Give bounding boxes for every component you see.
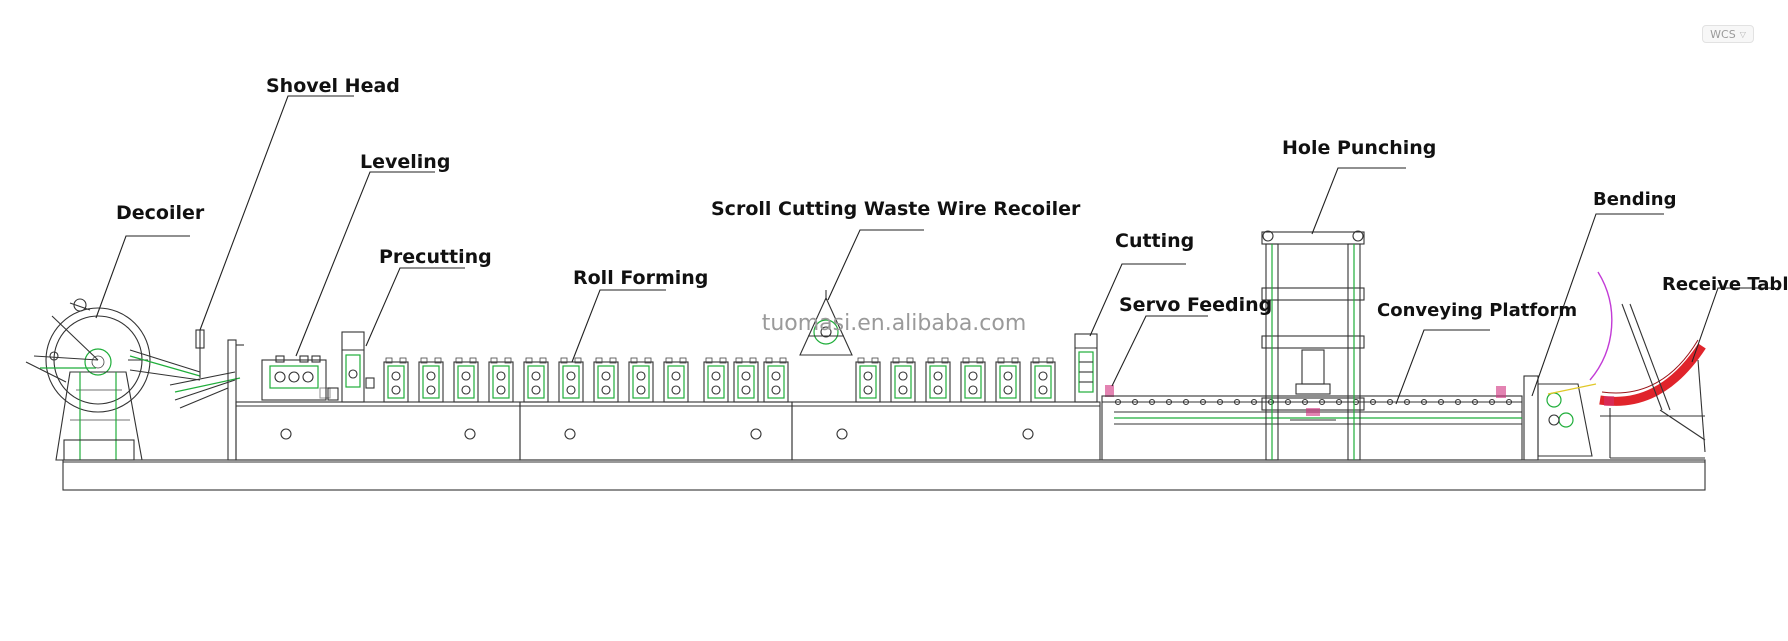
roll-stand [558, 357, 584, 403]
label-hole-punching: Hole Punching [1282, 137, 1436, 159]
roll-stand [1030, 357, 1056, 403]
conveyor-roller [1318, 398, 1326, 406]
roll-stand [960, 357, 986, 403]
roll-stand [855, 357, 881, 403]
label-servo-feeding: Servo Feeding [1119, 294, 1272, 316]
label-cutting: Cutting [1115, 230, 1194, 252]
roll-stand [418, 357, 444, 403]
roll-stand [995, 357, 1021, 403]
conveyor-roller [1369, 398, 1377, 406]
label-roll-forming: Roll Forming [573, 267, 708, 289]
decoiler-drawing [25, 298, 201, 461]
roll-stand [925, 357, 951, 403]
conveyor-roller [1471, 398, 1479, 406]
leveling-drawing [261, 355, 331, 401]
roll-stand [628, 357, 654, 403]
roll-stand [488, 357, 514, 403]
conveyor-roller [1148, 398, 1156, 406]
roll-stand [763, 357, 789, 403]
roll-stand [890, 357, 916, 403]
conveyor-roller [1386, 398, 1394, 406]
roll-stand [523, 357, 549, 403]
roll-stand [453, 357, 479, 403]
label-conveying-platform: Conveying Platform [1377, 300, 1577, 321]
conveyor-roller [1114, 398, 1122, 406]
wcs-text: WCS [1710, 27, 1736, 41]
conveyor-roller [1216, 398, 1224, 406]
conveyor-roller [1403, 398, 1411, 406]
waste-wire-recoiler-drawing [799, 290, 853, 356]
watermark: tuomasi.en.alibaba.com [762, 311, 1027, 336]
base-frame [62, 459, 1706, 491]
conveyor-roller [1233, 398, 1241, 406]
conveyor-roller [1131, 398, 1139, 406]
hole-punching-drawing [1261, 230, 1365, 461]
conveyor-roller [1250, 398, 1258, 406]
conveyor-roller [1284, 398, 1292, 406]
roll-stand [663, 357, 689, 403]
shovel-head-drawing [169, 329, 244, 461]
wcs-badge[interactable]: WCS ▽ [1702, 25, 1754, 43]
roll-stand [733, 357, 759, 403]
servo-feeding-drawing [1101, 385, 1523, 461]
roll-stand [703, 357, 729, 403]
roll-stands [383, 357, 1056, 403]
cutting-drawing [1074, 333, 1098, 403]
label-precutting: Precutting [379, 246, 492, 268]
label-bending: Bending [1593, 189, 1677, 210]
bending-drawing [1496, 271, 1613, 461]
receive-table-drawing [1599, 303, 1706, 459]
conveyor-roller [1267, 398, 1275, 406]
conveyor-roller [1199, 398, 1207, 406]
conveyor-roller [1165, 398, 1173, 406]
conveyor-roller [1437, 398, 1445, 406]
label-decoiler: Decoiler [116, 202, 205, 224]
conveyor-roller [1505, 398, 1513, 406]
label-scroll-cutting: Scroll Cutting Waste Wire Recoiler [711, 198, 1081, 220]
chevron-down-icon: ▽ [1739, 29, 1746, 39]
roll-forming-bed [235, 401, 1101, 461]
conveyor-roller [1335, 398, 1343, 406]
conveyor-roller [1182, 398, 1190, 406]
conveyor-roller [1488, 398, 1496, 406]
roll-stand [383, 357, 409, 403]
label-leveling: Leveling [360, 151, 450, 173]
roll-stand [593, 357, 619, 403]
label-shovel-head: Shovel Head [266, 75, 400, 97]
leader-lines [95, 95, 1772, 405]
label-receive-table: Receive Table [1662, 274, 1788, 295]
conveyor-roller [1420, 398, 1428, 406]
conveyor-rollers [1114, 398, 1513, 406]
conveyor-roller [1454, 398, 1462, 406]
conveyor-roller [1301, 398, 1309, 406]
